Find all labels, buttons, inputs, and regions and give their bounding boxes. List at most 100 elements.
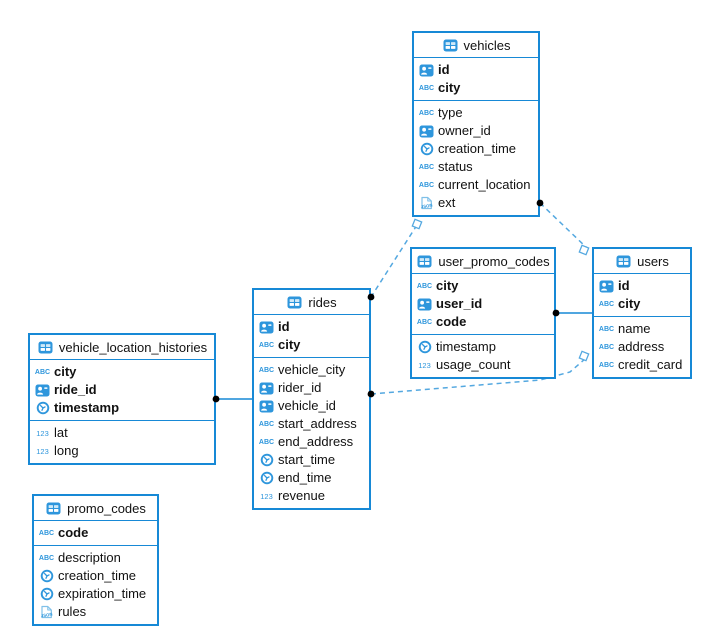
field-name: type <box>438 105 463 120</box>
text-type-icon: ABC <box>416 282 433 290</box>
text-type-icon: ABC <box>418 84 435 92</box>
svg-text:JSON: JSON <box>420 203 432 210</box>
text-type-icon: ABC <box>418 163 435 171</box>
entity-title-bar[interactable]: promo_codes <box>34 496 157 521</box>
entity-title-bar[interactable]: user_promo_codes <box>412 249 554 274</box>
number-type-icon: 123 <box>36 428 49 438</box>
table-icon <box>37 341 54 354</box>
field-name: city <box>436 278 459 293</box>
field-row: ride_id <box>30 381 214 399</box>
person-id-icon <box>258 400 275 413</box>
person-id-icon <box>416 298 433 311</box>
table-icon <box>416 255 433 268</box>
entity-title-bar[interactable]: vehicles <box>414 33 538 58</box>
field-row: timestamp <box>30 399 214 417</box>
entity-title: user_promo_codes <box>438 253 550 269</box>
field-name: timestamp <box>54 400 120 415</box>
field-name: end_time <box>278 470 332 485</box>
entity-title: vehicles <box>463 37 511 53</box>
timestamp-icon <box>38 569 55 583</box>
field-name: rules <box>58 604 87 619</box>
text-type-icon: ABC <box>418 181 435 189</box>
field-name: rider_id <box>278 380 322 395</box>
timestamp-icon <box>34 401 51 415</box>
text-type-icon: ABC <box>598 300 615 308</box>
field-name: vehicle_id <box>278 398 336 413</box>
field-name: city <box>278 337 301 352</box>
field-name: name <box>618 321 651 336</box>
field-row: owner_id <box>414 122 538 140</box>
field-name: code <box>58 525 89 540</box>
person-id-icon <box>258 382 275 395</box>
field-row: creation_time <box>34 567 157 585</box>
field-name: lat <box>54 425 68 440</box>
person-id-icon <box>418 125 435 138</box>
field-name: expiration_time <box>58 586 147 601</box>
entity-title-bar[interactable]: rides <box>254 290 369 315</box>
entity-title-bar[interactable]: vehicle_location_histories <box>30 335 214 360</box>
field-name: ride_id <box>54 382 97 397</box>
text-type-icon: ABC <box>598 361 615 369</box>
json-icon: JSON <box>38 605 55 619</box>
timestamp-icon <box>416 340 433 354</box>
field-name: city <box>438 80 461 95</box>
field-name: revenue <box>278 488 325 503</box>
entity-title: promo_codes <box>67 500 146 516</box>
table-icon <box>286 296 303 309</box>
field-name: description <box>58 550 121 565</box>
entity-title: rides <box>308 294 337 310</box>
field-name: owner_id <box>438 123 491 138</box>
field-name: usage_count <box>436 357 511 372</box>
person-id-icon <box>418 64 435 77</box>
field-row: end_time <box>254 469 369 487</box>
text-type-icon: ABC <box>258 341 275 349</box>
text-type-icon: ABC <box>258 420 275 428</box>
field-name: id <box>618 278 630 293</box>
field-row: 123 lat <box>30 424 214 442</box>
svg-text:JSON: JSON <box>40 612 52 619</box>
field-row: start_time <box>254 451 369 469</box>
text-type-icon: ABC <box>598 325 615 333</box>
field-name: end_address <box>278 434 354 449</box>
field-name: credit_card <box>618 357 683 372</box>
field-name: user_id <box>436 296 483 311</box>
text-type-icon: ABC <box>418 109 435 117</box>
field-row: rider_id <box>254 379 369 397</box>
entity-title-bar[interactable]: users <box>594 249 690 274</box>
field-row: id <box>254 318 369 336</box>
field-name: city <box>618 296 641 311</box>
field-name: status <box>438 159 473 174</box>
field-name: long <box>54 443 79 458</box>
field-row: expiration_time <box>34 585 157 603</box>
field-name: code <box>436 314 467 329</box>
text-type-icon: ABC <box>258 438 275 446</box>
field-name: id <box>278 319 290 334</box>
number-type-icon: 123 <box>418 360 431 370</box>
